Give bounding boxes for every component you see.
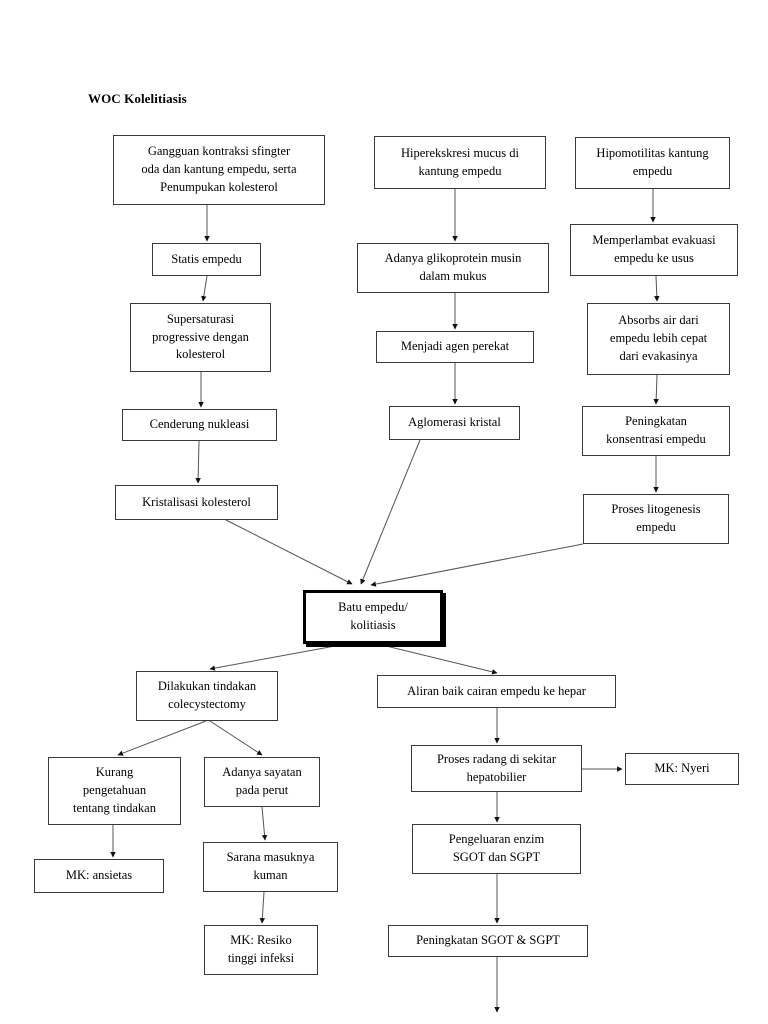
node-dilakukan-tindakan[interactable]: Dilakukan tindakan colecystectomy xyxy=(136,671,278,721)
connector-absorbs-air-to-peningkatan-konsentrasi xyxy=(653,374,659,405)
node-batu-empedu[interactable]: Batu empedu/ kolitiasis xyxy=(303,590,443,644)
node-memperlambat-evakuasi[interactable]: Memperlambat evakuasi empedu ke usus xyxy=(570,224,738,276)
node-label: Hiperekskresi mucus di kantung empedu xyxy=(400,145,520,178)
node-kristalisasi-kolesterol[interactable]: Kristalisasi kolesterol xyxy=(115,485,278,520)
node-proses-radang[interactable]: Proses radang di sekitar hepatobilier xyxy=(411,745,582,792)
node-label: Peningkatan konsentrasi empedu xyxy=(606,414,706,446)
node-label: Gangguan kontraksi sfingter oda dan kant… xyxy=(141,144,297,194)
connector-kristalisasi-kolesterol-to-batu-empedu xyxy=(225,519,353,585)
node-label: Adanya sayatan pada perut xyxy=(222,765,302,797)
node-aglomerasi-kristal[interactable]: Aglomerasi kristal xyxy=(389,406,520,440)
node-label: Menjadi agen perekat xyxy=(400,339,510,354)
node-menjadi-agen-perekat[interactable]: Menjadi agen perekat xyxy=(376,331,534,363)
connector-dilakukan-tindakan-to-adanya-sayatan xyxy=(209,720,263,756)
node-label: Adanya glikoprotein musin dalam mukus xyxy=(384,251,522,283)
connector-batu-empedu-to-aliran-baik xyxy=(377,643,498,675)
node-proses-litogenesis[interactable]: Proses litogenesis empedu xyxy=(583,494,729,544)
node-label: Proses litogenesis empedu xyxy=(611,502,701,534)
page-title: WOC Kolelitiasis xyxy=(88,91,187,106)
node-label: Sarana masuknya kuman xyxy=(226,850,315,882)
node-adanya-sayatan[interactable]: Adanya sayatan pada perut xyxy=(204,757,320,807)
node-label: Kurang pengetahuan tentang tindakan xyxy=(73,765,156,815)
node-label: Peningkatan SGOT & SGPT xyxy=(416,933,560,948)
node-label: Aglomerasi kristal xyxy=(408,415,501,430)
node-label: MK: Nyeri xyxy=(654,761,710,776)
node-aliran-baik[interactable]: Aliran baik cairan empedu ke hepar xyxy=(377,675,616,708)
node-hiperekskresi-mucus[interactable]: Hiperekskresi mucus di kantung empedu xyxy=(374,136,546,189)
connector-statis-empedu-to-supersaturasi xyxy=(201,275,208,302)
node-adanya-glikoprotein[interactable]: Adanya glikoprotein musin dalam mukus xyxy=(357,243,549,293)
node-mk-nyeri[interactable]: MK: Nyeri xyxy=(625,753,739,785)
connector-cenderung-nukleasi-to-kristalisasi-kolesterol xyxy=(195,440,201,484)
connector-adanya-sayatan-to-sarana-masuknya-kuman xyxy=(261,806,268,841)
node-mk-resiko-infeksi[interactable]: MK: Resiko tinggi infeksi xyxy=(204,925,318,975)
node-label: Absorbs air dari empedu lebih cepat dari… xyxy=(609,313,708,363)
node-label: Memperlambat evakuasi empedu ke usus xyxy=(592,233,716,265)
node-sarana-masuknya-kuman[interactable]: Sarana masuknya kuman xyxy=(203,842,338,892)
node-label: Dilakukan tindakan colecystectomy xyxy=(157,679,257,711)
node-kurang-pengetahuan[interactable]: Kurang pengetahuan tentang tindakan xyxy=(48,757,181,825)
node-label: Supersaturasi progressive dengan koleste… xyxy=(152,311,249,362)
node-label: Kristalisasi kolesterol xyxy=(142,494,251,509)
node-pengeluaran-enzim[interactable]: Pengeluaran enzim SGOT dan SGPT xyxy=(412,824,581,874)
node-peningkatan-sgot-sgpt[interactable]: Peningkatan SGOT & SGPT xyxy=(388,925,588,957)
node-cenderung-nukleasi[interactable]: Cenderung nukleasi xyxy=(122,409,277,441)
node-absorbs-air[interactable]: Absorbs air dari empedu lebih cepat dari… xyxy=(587,303,730,375)
connector-proses-litogenesis-to-batu-empedu xyxy=(370,543,584,587)
node-label: Cenderung nukleasi xyxy=(149,417,250,432)
node-label: Pengeluaran enzim SGOT dan SGPT xyxy=(448,832,545,864)
connector-aglomerasi-kristal-to-batu-empedu xyxy=(360,439,421,585)
node-supersaturasi[interactable]: Supersaturasi progressive dengan koleste… xyxy=(130,303,271,372)
node-label: Hipomotilitas kantung empedu xyxy=(596,146,709,178)
node-label: Aliran baik cairan empedu ke hepar xyxy=(407,683,586,698)
node-statis-empedu[interactable]: Statis empedu xyxy=(152,243,261,276)
node-label: Statis empedu xyxy=(171,251,242,266)
node-hipomotilitas[interactable]: Hipomotilitas kantung empedu xyxy=(575,137,730,189)
node-label: Batu empedu/ kolitiasis xyxy=(338,600,408,632)
connector-sarana-masuknya-kuman-to-mk-resiko-infeksi xyxy=(259,891,266,924)
node-label: Proses radang di sekitar hepatobilier xyxy=(436,751,557,784)
connector-dilakukan-tindakan-to-kurang-pengetahuan xyxy=(117,720,207,756)
node-gangguan-kontraksi[interactable]: Gangguan kontraksi sfingter oda dan kant… xyxy=(113,135,325,205)
connector-batu-empedu-to-dilakukan-tindakan xyxy=(209,643,347,671)
node-label: MK: ansietas xyxy=(65,868,133,883)
node-mk-ansietas[interactable]: MK: ansietas xyxy=(34,859,164,893)
node-peningkatan-konsentrasi[interactable]: Peningkatan konsentrasi empedu xyxy=(582,406,730,456)
connector-memperlambat-evakuasi-to-absorbs-air xyxy=(654,275,660,302)
node-label: MK: Resiko tinggi infeksi xyxy=(227,933,295,965)
